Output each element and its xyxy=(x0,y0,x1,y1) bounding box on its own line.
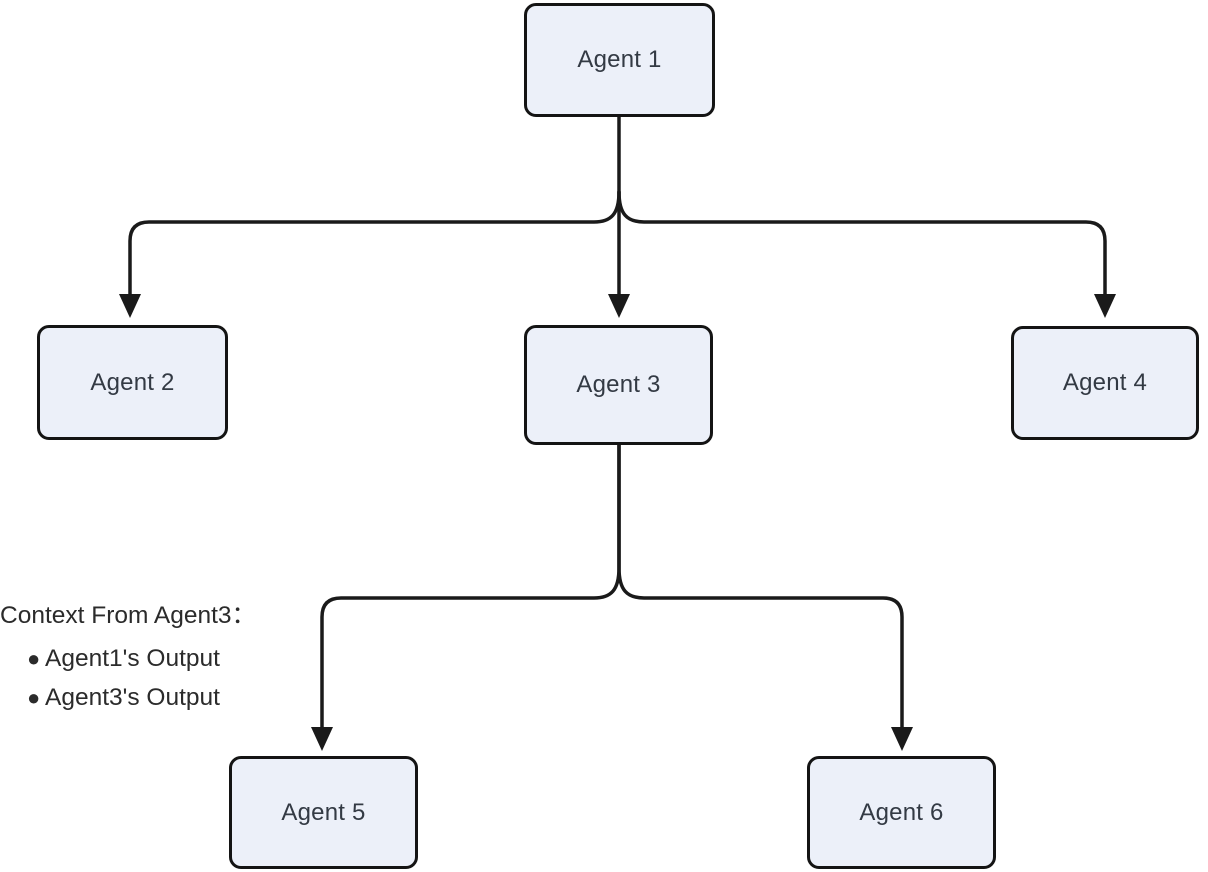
node-agent-5-label: Agent 5 xyxy=(281,798,366,826)
node-agent-6: Agent 6 xyxy=(807,756,996,869)
edge-agent1-agent4 xyxy=(617,190,1107,298)
edge-agent1-agent2 xyxy=(128,190,621,298)
node-agent-3-label: Agent 3 xyxy=(576,371,661,398)
context-note: Context From Agent3： ● Agent1's Output ●… xyxy=(0,600,310,717)
node-agent-4: Agent 4 xyxy=(1011,326,1199,440)
context-note-item-2-text: Agent3's Output xyxy=(45,684,220,711)
bullet-icon: ● xyxy=(27,685,41,710)
context-note-item-1-text: Agent1's Output xyxy=(45,645,220,672)
arrowhead-agent5 xyxy=(311,727,333,751)
context-note-item-1: ● Agent1's Output xyxy=(0,639,310,678)
bullet-icon: ● xyxy=(27,646,41,671)
arrowhead-agent2 xyxy=(119,294,141,318)
node-agent-6-label: Agent 6 xyxy=(859,798,944,826)
node-agent-4-label: Agent 4 xyxy=(1062,369,1148,396)
context-note-title: Context From Agent3： xyxy=(0,602,257,629)
node-agent-1-label: Agent 1 xyxy=(577,46,662,73)
context-note-item-2: ● Agent3's Output xyxy=(0,678,310,717)
node-agent-1: Agent 1 xyxy=(524,3,715,117)
edge-agent3-agent5 xyxy=(320,443,621,731)
arrowhead-agent3 xyxy=(608,294,630,318)
context-note-list: ● Agent1's Output ● Agent3's Output xyxy=(0,639,310,717)
arrowhead-agent6 xyxy=(891,727,913,751)
node-agent-2: Agent 2 xyxy=(37,325,228,440)
node-agent-5: Agent 5 xyxy=(229,756,418,869)
node-agent-3: Agent 3 xyxy=(524,325,713,445)
node-agent-2-label: Agent 2 xyxy=(90,368,175,396)
arrowhead-agent4 xyxy=(1094,294,1116,318)
edge-agent3-agent6 xyxy=(617,443,904,731)
